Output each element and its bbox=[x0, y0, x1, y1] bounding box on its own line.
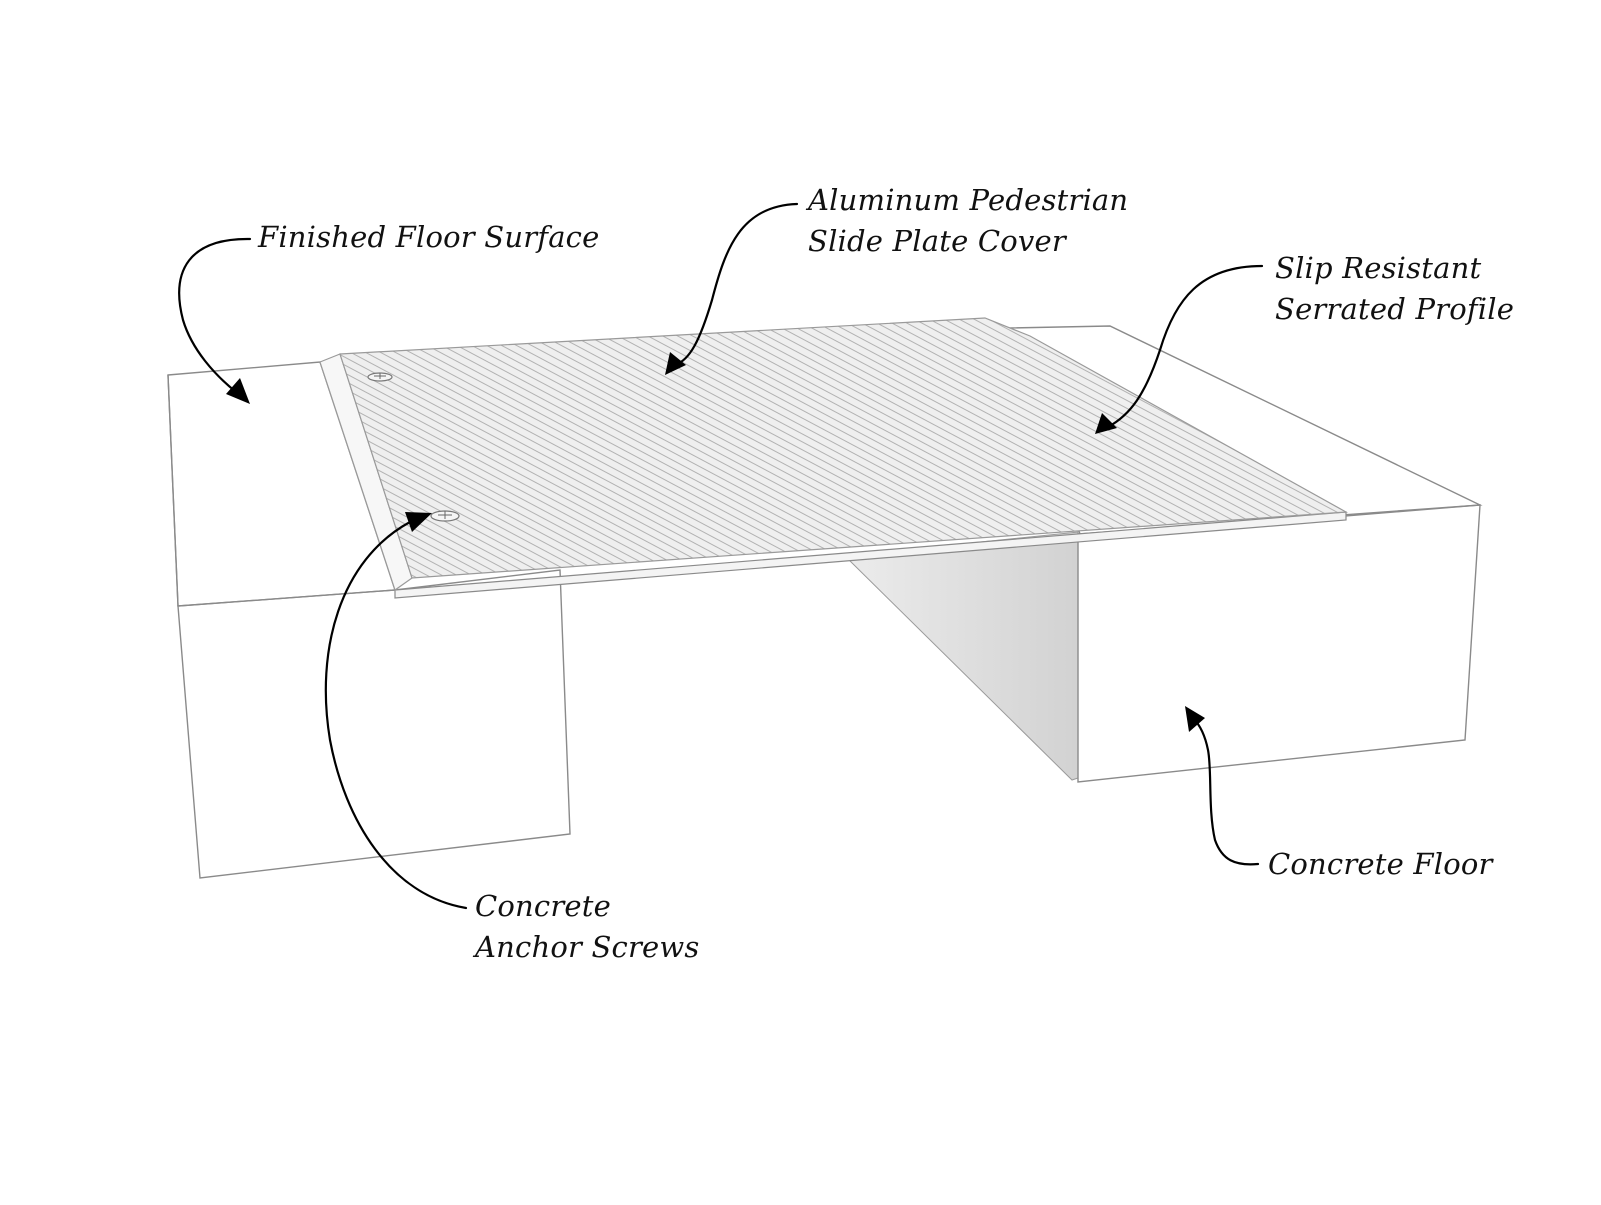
anchor-screw-2 bbox=[430, 510, 460, 522]
leader-slide-plate bbox=[665, 202, 799, 375]
callout-serrated-profile: Slip Resistant Serrated Profile bbox=[1275, 248, 1514, 330]
callout-text: Aluminum Pedestrian bbox=[808, 183, 1129, 217]
callout-anchor-screws: Concrete Anchor Screws bbox=[475, 886, 700, 968]
callout-text: Concrete Floor bbox=[1268, 847, 1493, 881]
leader-concrete-floor bbox=[1185, 706, 1260, 866]
slide-plate bbox=[319, 317, 1349, 599]
leader-finished-floor bbox=[178, 237, 252, 404]
callout-text: Anchor Screws bbox=[475, 930, 700, 964]
callout-text: Finished Floor Surface bbox=[258, 220, 600, 254]
callout-text: Slide Plate Cover bbox=[808, 224, 1066, 258]
callout-concrete-floor: Concrete Floor bbox=[1268, 844, 1493, 885]
callout-slide-plate-cover: Aluminum Pedestrian Slide Plate Cover bbox=[808, 180, 1128, 262]
leader-anchor-screws bbox=[324, 512, 468, 910]
callout-finished-floor-surface: Finished Floor Surface bbox=[258, 217, 599, 258]
callout-text: Concrete bbox=[475, 889, 612, 923]
joint-gap bbox=[843, 531, 1079, 781]
callout-text: Slip Resistant bbox=[1275, 251, 1482, 285]
callout-text: Serrated Profile bbox=[1275, 292, 1515, 326]
leader-serrated-profile bbox=[1095, 264, 1264, 434]
anchor-screw-1 bbox=[367, 372, 393, 382]
